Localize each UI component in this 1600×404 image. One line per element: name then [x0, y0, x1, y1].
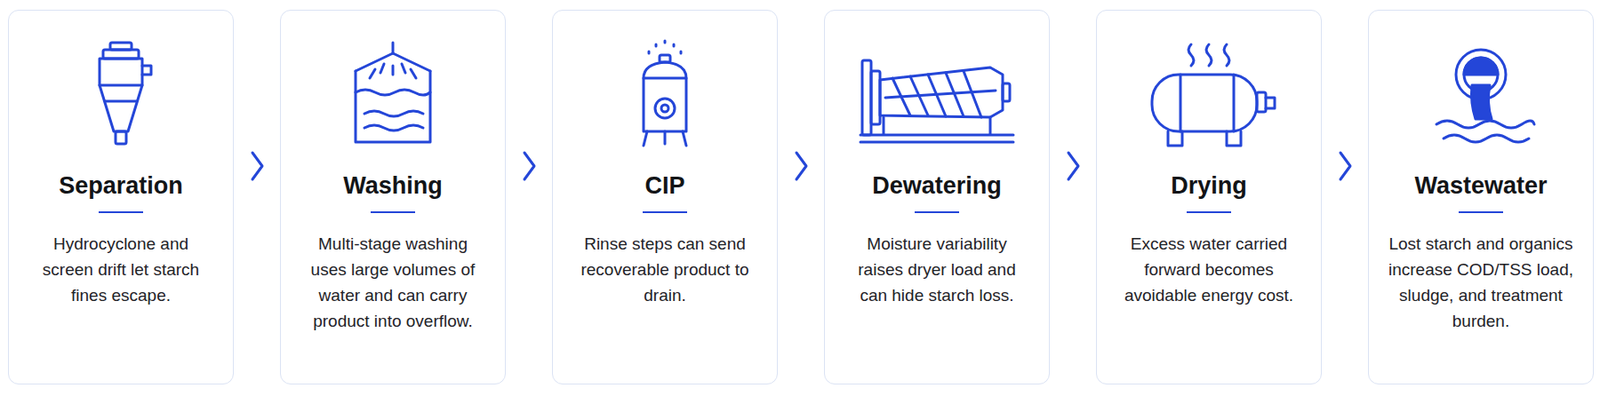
stage-card: WastewaterLost starch and organics incre… — [1368, 9, 1594, 385]
stage-description: Hydrocyclone and screen drift let starch… — [26, 231, 216, 309]
stage-description: Multi-stage washing uses large volumes o… — [298, 231, 488, 335]
stage-heading: Washing — [343, 171, 443, 200]
chevron-connector — [1321, 152, 1368, 180]
stage-heading: CIP — [644, 171, 685, 200]
heading-underline — [642, 211, 688, 214]
chevron-connector — [233, 152, 280, 180]
heading-underline — [1186, 211, 1232, 214]
heading-underline — [1458, 211, 1504, 214]
stage-card: DewateringMoisture variability raises dr… — [824, 9, 1050, 385]
stage-heading: Wastewater — [1414, 171, 1547, 200]
heading-underline — [914, 211, 960, 214]
cip-tank-icon — [584, 39, 745, 155]
stage-card: SeparationHydrocyclone and screen drift … — [8, 9, 234, 385]
stage-heading: Drying — [1170, 171, 1248, 200]
chevron-connector — [505, 152, 552, 180]
heading-underline — [98, 211, 144, 214]
stage-card: CIP Rinse steps can send recoverable prod… — [552, 9, 778, 385]
chevron-connector — [777, 152, 824, 180]
stage-description: Rinse steps can send recoverable product… — [570, 231, 760, 309]
stage-heading: Separation — [58, 171, 184, 200]
stage-heading: Dewatering — [872, 171, 1002, 200]
hydrocyclone-icon — [40, 39, 201, 155]
stage-description: Lost starch and organics increase COD/TS… — [1386, 231, 1576, 335]
heading-underline — [370, 211, 416, 214]
stage-description: Moisture variability raises dryer load a… — [842, 231, 1032, 309]
chevron-connector — [1049, 152, 1096, 180]
dryer-drum-icon — [1128, 39, 1289, 155]
wastewater-outfall-icon — [1400, 39, 1561, 155]
stage-description: Excess water carried forward becomes avo… — [1114, 231, 1304, 309]
stage-card: DryingExcess water carried forward becom… — [1096, 9, 1322, 385]
screw-press-icon — [856, 39, 1017, 155]
washing-tank-icon — [312, 39, 473, 155]
stage-card: WashingMulti-stage washing uses large vo… — [280, 9, 506, 385]
